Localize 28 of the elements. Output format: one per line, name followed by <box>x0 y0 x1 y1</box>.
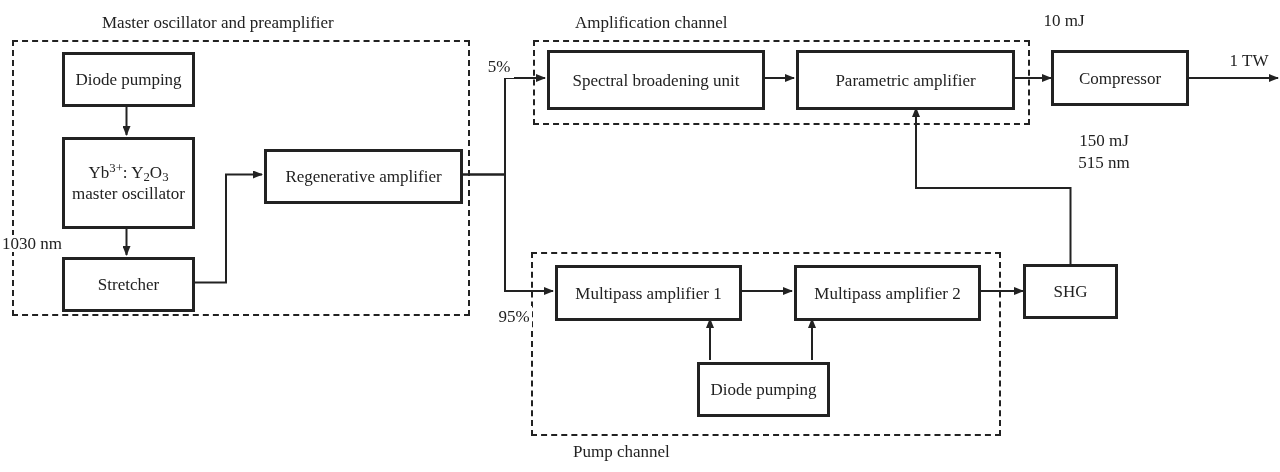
group-title: Pump channel <box>573 443 670 460</box>
process-box <box>796 50 1015 110</box>
box-text: Compressor <box>1078 67 1162 89</box>
process-box <box>547 50 765 110</box>
box-text: Spectral broadening unit <box>572 69 740 91</box>
process-box <box>62 52 195 107</box>
box-text: Diode pumping <box>75 69 182 90</box>
process-box <box>555 265 742 321</box>
box-text: SHG <box>1053 281 1088 302</box>
box-text: Multipass amplifier 1 <box>575 282 722 304</box>
group-title: Master oscillator and preamplifier <box>102 14 334 31</box>
process-box <box>794 265 981 321</box>
process-box <box>697 362 830 417</box>
box-text: Regenerative amplifier <box>285 166 442 187</box>
process-box <box>62 137 195 229</box>
box-text: Multipass amplifier 2 <box>814 282 961 304</box>
edge-label: 95% <box>496 306 532 328</box>
process-box <box>264 149 463 204</box>
wavelength-label: 1030 nm <box>2 235 62 252</box>
arrow <box>1188 74 1279 82</box>
box-text: Diode pumping <box>710 379 817 400</box>
box-text: Yb$^{3+}$: Y$_{2}$O$_{3}$ master oscillator <box>71 162 186 204</box>
box-text: Parametric amplifier <box>835 69 976 91</box>
process-box <box>1023 264 1118 319</box>
group-title: Amplification channel <box>575 14 728 31</box>
process-box <box>1051 50 1189 106</box>
process-box <box>62 257 195 312</box>
box-text: Stretcher <box>97 274 160 295</box>
